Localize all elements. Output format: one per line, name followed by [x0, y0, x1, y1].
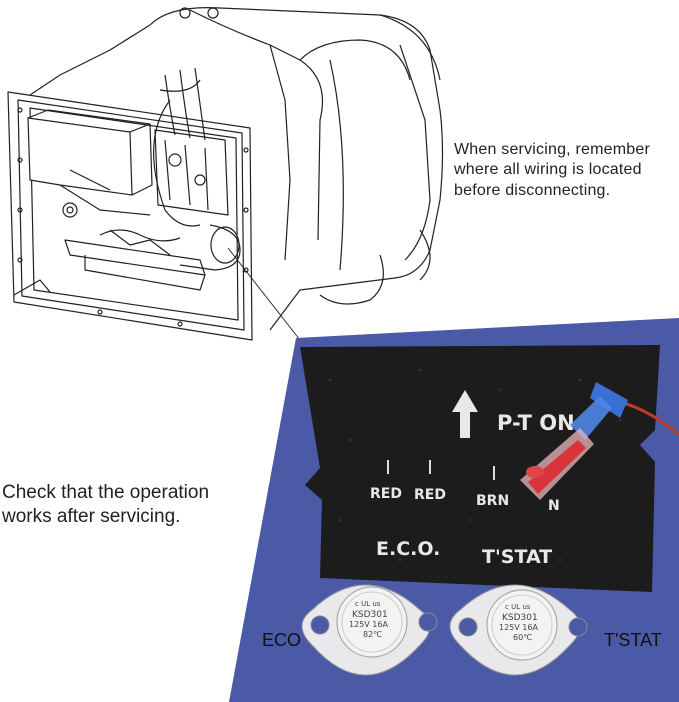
wire-label-red-2: RED — [414, 487, 446, 503]
pad-arrow-label: P-T ON — [497, 411, 575, 435]
wire-label-brn: BRN — [476, 493, 509, 509]
tstat-thermostat: c UL us KSD301 125V 16A 60℃ — [449, 584, 588, 676]
tstat-label: T'STAT — [604, 630, 662, 650]
insulation-pad — [300, 345, 660, 592]
tstat-disc-temp: 60℃ — [513, 633, 532, 642]
tstat-disc-rating: 125V 16A — [499, 623, 538, 632]
tstat-disc-model: KSD301 — [502, 613, 538, 623]
servicing-note-line-2: where all wiring is located — [454, 161, 642, 179]
eco-disc-model: KSD301 — [352, 610, 388, 620]
eco-thermostat: c UL us KSD301 125V 16A 82℃ — [301, 584, 438, 676]
tstat-disc-mark: c UL us — [505, 603, 531, 611]
group-label-tstat: T'STAT — [482, 546, 552, 568]
wire-label-n: N — [548, 498, 560, 514]
spade-connector-icon — [520, 382, 628, 500]
group-label-eco: E.C.O. — [376, 538, 440, 560]
operation-note: Check that the operation works after ser… — [2, 481, 209, 530]
up-arrow-icon — [452, 390, 478, 438]
operation-note-line-2: works after servicing. — [2, 506, 181, 528]
eco-disc-mark: c UL us — [355, 600, 381, 608]
eco-disc-rating: 125V 16A — [349, 620, 388, 629]
operation-note-line-1: Check that the operation — [2, 482, 210, 503]
servicing-note-line-1: When servicing, remember — [454, 141, 650, 158]
servicing-note: When servicing, remember where all wirin… — [454, 140, 650, 201]
wire-label-red-1: RED — [370, 486, 402, 502]
servicing-note-line-3: before disconnecting. — [454, 181, 611, 199]
eco-disc-temp: 82℃ — [363, 630, 382, 639]
eco-label: ECO — [262, 630, 302, 650]
